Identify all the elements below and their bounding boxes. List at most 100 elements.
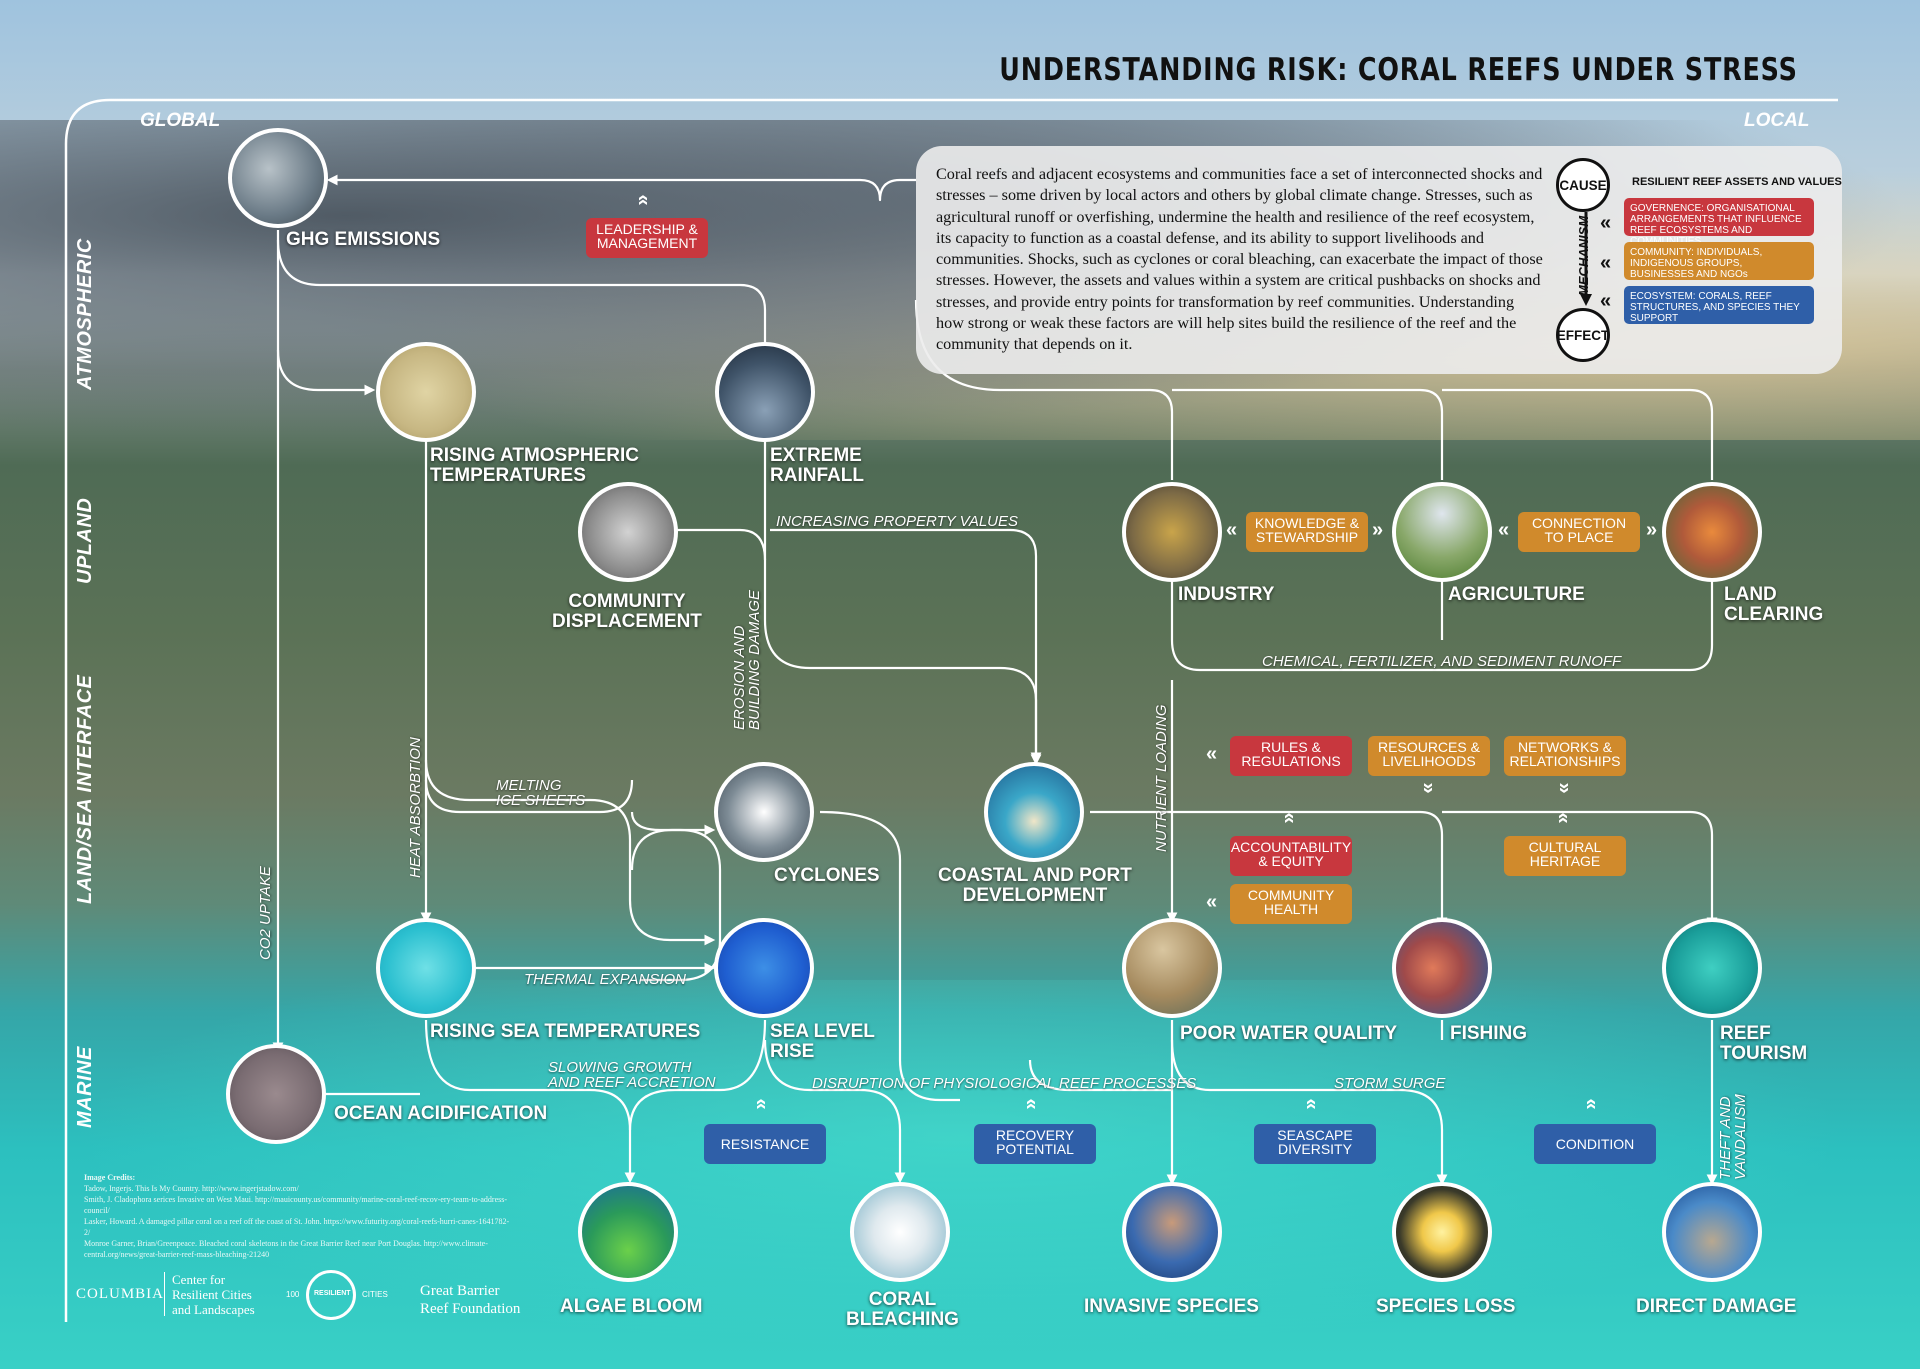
resilient-cities-logo: RESILIENT xyxy=(306,1270,356,1320)
ocean-acidification-node xyxy=(226,1044,326,1144)
sea-level-label: SEA LEVEL RISE xyxy=(770,1021,875,1062)
zone-marine-label: MARINE xyxy=(74,1046,96,1128)
credit-line: Lasker, Howard. A damaged pillar coral o… xyxy=(84,1217,510,1237)
agriculture-label: AGRICULTURE xyxy=(1448,584,1585,605)
sea-level-node xyxy=(714,918,814,1018)
species-loss-label: SPECIES LOSS xyxy=(1376,1296,1516,1317)
credit-line: Monroe Garner, Brian/Greenpeace. Bleache… xyxy=(84,1239,488,1259)
agriculture-node xyxy=(1392,482,1492,582)
zone-atmospheric-label: ATMOSPHERIC xyxy=(74,238,96,390)
tag-knowledge: KNOWLEDGE & STEWARDSHIP xyxy=(1246,512,1368,552)
legend-effect: EFFECT xyxy=(1556,308,1610,362)
tag-community-health: COMMUNITY HEALTH xyxy=(1230,884,1352,924)
rising-sea-node xyxy=(376,918,476,1018)
credits-heading: Image Credits: xyxy=(84,1173,136,1182)
flow-runoff: CHEMICAL, FERTILIZER, AND SEDIMENT RUNOF… xyxy=(1262,653,1622,670)
coral-bleaching-label: CORAL BLEACHING xyxy=(846,1289,959,1330)
info-panel: Coral reefs and adjacent ecosystems and … xyxy=(916,146,1842,374)
flow-theft: THEFT AND VANDALISM xyxy=(1717,1094,1749,1180)
roo-logo-prefix: 100 xyxy=(286,1290,300,1299)
chevron-icon: « xyxy=(1226,519,1238,541)
invasive-species-node xyxy=(1122,1182,1222,1282)
chevron-icon: « xyxy=(1278,812,1301,824)
industry-label: INDUSTRY xyxy=(1178,584,1275,605)
tag-leadership: LEADERSHIP & MANAGEMENT xyxy=(586,218,708,258)
chevron-icon: « xyxy=(1300,1098,1323,1110)
community-displacement-node xyxy=(578,482,678,582)
fishing-label: FISHING xyxy=(1450,1023,1528,1044)
chevron-icon: « xyxy=(1416,782,1439,794)
flow-storm-surge: STORM SURGE xyxy=(1334,1075,1446,1092)
industry-node xyxy=(1122,482,1222,582)
poor-water-label: POOR WATER QUALITY xyxy=(1180,1023,1398,1044)
credit-line: Smith, J. Cladophora serices Invasive on… xyxy=(84,1195,508,1215)
chevron-icon: « xyxy=(750,1098,773,1110)
chevron-icon: » xyxy=(1646,519,1658,541)
chevron-icon: « xyxy=(1206,743,1218,765)
zone-land-sea-label: LAND/SEA INTERFACE xyxy=(74,674,96,904)
page-title: UNDERSTANDING RISK: CORAL REEFS UNDER ST… xyxy=(999,52,1798,88)
chevron-icon: « xyxy=(632,194,655,206)
tag-rules: RULES & REGULATIONS xyxy=(1230,736,1352,776)
tag-resources: RESOURCES & LIVELIHOODS xyxy=(1368,736,1490,776)
rising-atmospheric-node xyxy=(376,342,476,442)
coastal-development-label: COASTAL AND PORT DEVELOPMENT xyxy=(938,865,1132,906)
cyclones-label: CYCLONES xyxy=(774,865,880,886)
chevron-icon: « xyxy=(1020,1098,1043,1110)
cyclones-node xyxy=(714,762,814,862)
tag-condition: CONDITION xyxy=(1534,1124,1656,1164)
ocean-acidification-label: OCEAN ACIDIFICATION xyxy=(334,1103,548,1124)
legend-community: COMMUNITY: INDIVIDUALS, INDIGENOUS GROUP… xyxy=(1624,242,1814,280)
ghg-emissions-node xyxy=(228,128,328,228)
ghg-emissions-label: GHG EMISSIONS xyxy=(286,229,441,250)
algae-bloom-label: ALGAE BLOOM xyxy=(560,1296,703,1317)
community-displacement-label: COMMUNITY DISPLACEMENT xyxy=(552,591,702,632)
legend-cause: CAUSE xyxy=(1556,158,1610,212)
tag-resistance: RESISTANCE xyxy=(704,1124,826,1164)
tag-accountability: ACCOUNTABILITY & EQUITY xyxy=(1230,836,1352,876)
scale-local-label: LOCAL xyxy=(1744,110,1810,131)
description-text: Coral reefs and adjacent ecosystems and … xyxy=(936,165,1543,354)
flow-nutrient: NUTRIENT LOADING xyxy=(1153,704,1170,852)
flow-heat: HEAT ABSORBTION xyxy=(407,737,424,878)
legend-chevron-icon: « xyxy=(1600,252,1612,274)
poor-water-node xyxy=(1122,918,1222,1018)
zone-upland-label: UPLAND xyxy=(74,497,96,584)
algae-bloom-node xyxy=(578,1182,678,1282)
invasive-species-label: INVASIVE SPECIES xyxy=(1084,1296,1259,1317)
legend-chevron-icon: « xyxy=(1600,290,1612,312)
crcl-logo: Center for Resilient Cities and Landscap… xyxy=(172,1272,255,1317)
fishing-node xyxy=(1392,918,1492,1018)
resilient-logo-text: RESILIENT xyxy=(314,1290,351,1297)
rising-sea-label: RISING SEA TEMPERATURES xyxy=(430,1021,701,1042)
reef-tourism-node xyxy=(1662,918,1762,1018)
land-clearing-label: LAND CLEARING xyxy=(1724,584,1824,625)
chevron-icon: « xyxy=(1498,519,1510,541)
chevron-icon: « xyxy=(1552,812,1575,824)
columbia-logo: COLUMBIA xyxy=(76,1286,165,1302)
extreme-rainfall-label: EXTREME RAINFALL xyxy=(770,445,864,486)
legend-ecosystem: ECOSYSTEM: CORALS, REEF STRUCTURES, AND … xyxy=(1624,286,1814,324)
scale-global-label: GLOBAL xyxy=(140,110,221,131)
flow-co2: CO2 UPTAKE xyxy=(257,866,274,960)
credit-line: Tadow, Ingerjs. This Is My Country. http… xyxy=(84,1184,299,1193)
tag-networks: NETWORKS & RELATIONSHIPS xyxy=(1504,736,1626,776)
tag-recovery: RECOVERY POTENTIAL xyxy=(974,1124,1096,1164)
legend-arrow-icon xyxy=(1580,212,1592,306)
land-clearing-node xyxy=(1662,482,1762,582)
reef-tourism-label: REEF TOURISM xyxy=(1720,1023,1808,1064)
legend-chevron-icon: « xyxy=(1600,212,1612,234)
flow-disruption: DISRUPTION OF PHYSIOLOGICAL REEF PROCESS… xyxy=(812,1075,1197,1092)
logo-divider xyxy=(164,1272,165,1316)
chevron-icon: « xyxy=(1552,782,1575,794)
chevron-icon: » xyxy=(1372,519,1384,541)
species-loss-node xyxy=(1392,1182,1492,1282)
direct-damage-node xyxy=(1662,1182,1762,1282)
extreme-rainfall-node xyxy=(715,342,815,442)
legend-title: RESILIENT REEF ASSETS AND VALUES xyxy=(1632,176,1842,188)
flow-thermal: THERMAL EXPANSION xyxy=(524,971,686,988)
coral-bleaching-node xyxy=(850,1182,950,1282)
flow-slowing: SLOWING GROWTH AND REEF ACCRETION xyxy=(548,1059,716,1091)
gbr-foundation-logo: Great Barrier Reef Foundation xyxy=(420,1283,521,1317)
cities-logo-text: CITIES xyxy=(362,1290,388,1299)
